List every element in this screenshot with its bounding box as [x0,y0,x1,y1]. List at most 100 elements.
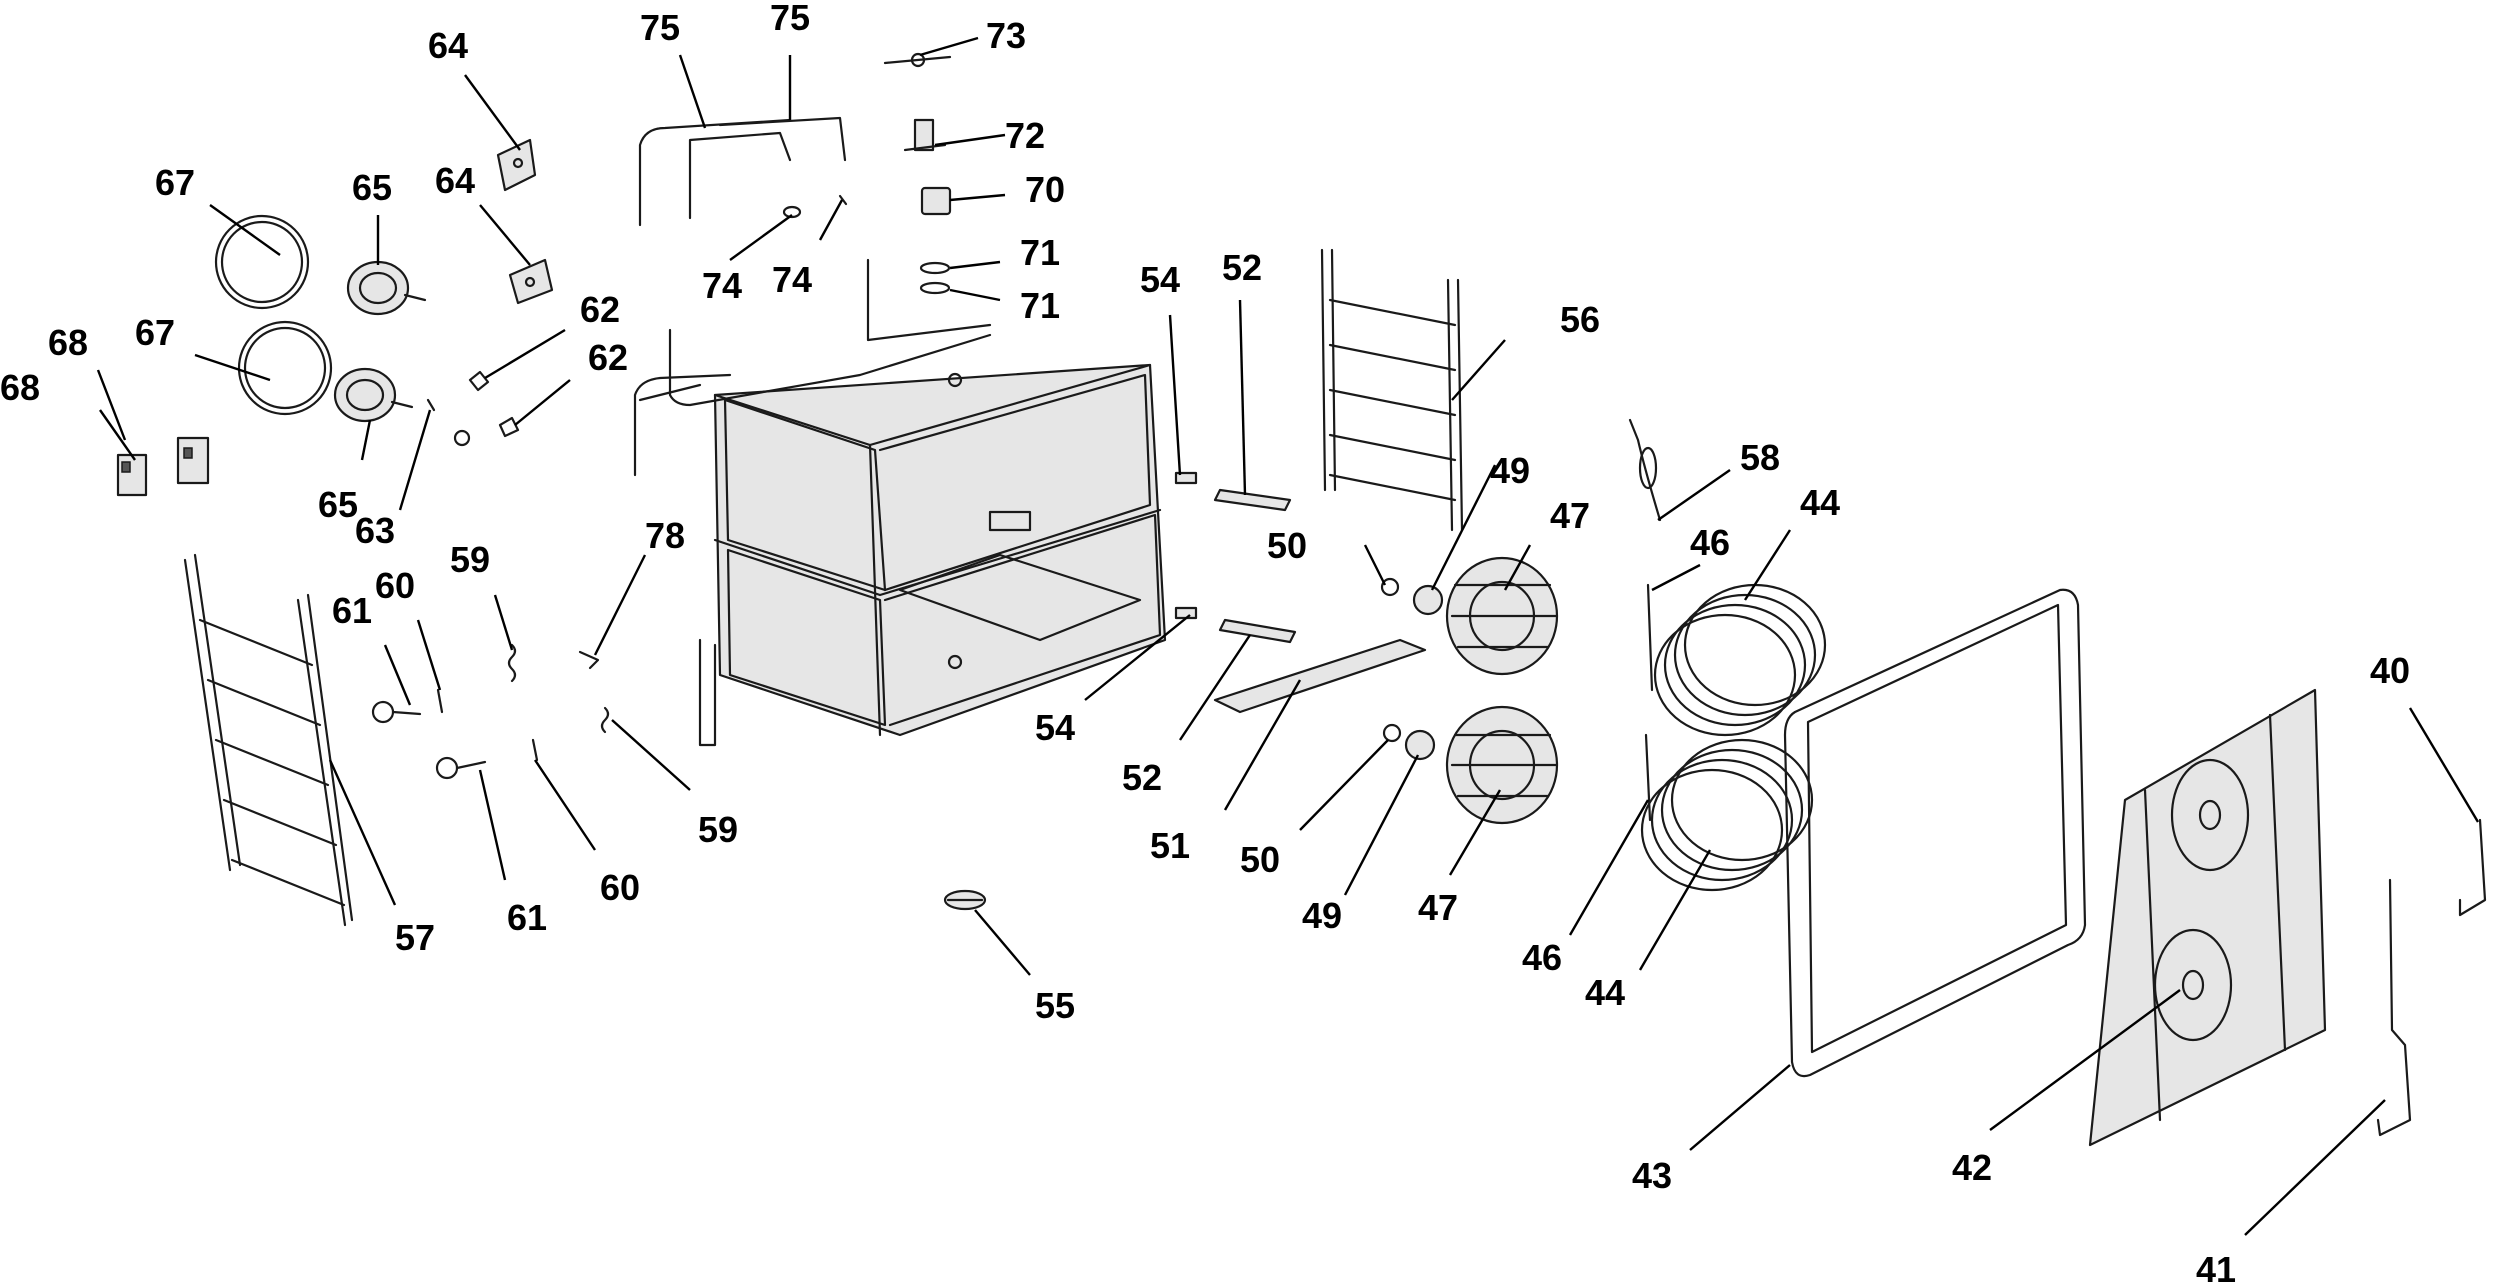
callout-64: 64 [435,160,475,201]
callout-44: 44 [1800,482,1840,523]
callout-62: 62 [588,337,628,378]
coil-spring-lower [435,756,459,780]
coil-spring-upper-arm [391,710,422,716]
callout-65: 65 [318,484,358,525]
callout-41: 41 [2196,1249,2236,1287]
callout-54: 54 [1140,259,1180,300]
callout-68: 68 [0,367,40,408]
callout-44: 44 [1585,972,1625,1013]
callout-54: 54 [1035,707,1075,748]
callout-72: 72 [1005,115,1045,156]
wire-clip [578,650,600,670]
callout-47: 47 [1550,495,1590,536]
rear-fan-panel [2088,688,2327,1147]
callout-40: 40 [2370,650,2410,691]
callout-57: 57 [395,917,435,958]
callout-75: 75 [770,0,810,38]
fan-motor-lower [333,367,414,423]
callout-67: 67 [135,312,175,353]
callout-47: 47 [1418,887,1458,928]
fitting-pin [838,194,848,206]
top-tubing-assembly [638,116,847,227]
control-thermostat-left [116,453,148,497]
callout-50: 50 [1240,839,1280,880]
callout-70: 70 [1025,169,1065,210]
door-gasket [1783,588,2087,1078]
callout-61: 61 [332,590,372,631]
callout-labels: 40 41 42 43 44 44 46 46 47 47 49 49 50 5… [0,0,2410,1287]
washer-upper [1380,577,1400,597]
drain-fitting [943,889,987,911]
callout-71: 71 [1020,232,1060,273]
sensor-loop [1638,446,1658,490]
fan-ring-upper [214,214,310,310]
clamp-ring [453,429,471,447]
callout-42: 42 [1952,1147,1992,1188]
control-thermostat-right [176,436,210,485]
coil-spring-lower-arm [455,760,487,770]
callout-74: 74 [702,265,742,306]
grommet-lower [919,281,951,295]
expansion-valve [903,118,947,152]
grommet-upper [919,261,951,275]
callout-71: 71 [1020,285,1060,326]
callout-46: 46 [1522,937,1562,978]
hinge-lower [2376,878,2412,1137]
link-upper [436,688,444,714]
hinge-upper [2458,818,2487,917]
blower-wheel-lower [1445,705,1559,825]
callout-62: 62 [580,289,620,330]
callout-59: 59 [450,539,490,580]
bracket-lower [508,258,554,305]
callout-52: 52 [1122,757,1162,798]
callout-60: 60 [375,565,415,606]
fan-ring-upper-inner [220,220,304,304]
callout-46: 46 [1690,522,1730,563]
callout-65: 65 [352,167,392,208]
clamp-upper [468,370,490,392]
heating-coil-lower [1640,738,1814,892]
callout-55: 55 [1035,985,1075,1026]
callout-68: 68 [48,322,88,363]
support-bar [1213,638,1427,714]
callout-75: 75 [640,7,680,48]
callout-73: 73 [986,15,1026,56]
shelf-rack-left [183,553,354,927]
callout-52: 52 [1222,247,1262,288]
hub-upper [1412,584,1444,616]
callout-63: 63 [355,510,395,551]
callout-67: 67 [155,162,195,203]
callout-60: 60 [600,867,640,908]
bracket-52-lower [1218,618,1297,644]
coil-bracket-upper [1646,583,1654,692]
callout-64: 64 [428,25,468,66]
callout-78: 78 [645,515,685,556]
callout-43: 43 [1632,1155,1672,1196]
shelf-rack-right [1320,248,1464,532]
callout-56: 56 [1560,299,1600,340]
coil-spring-upper [371,700,395,724]
callout-49: 49 [1490,450,1530,491]
coil-bracket-lower [1644,733,1652,822]
cabinet-housing [698,363,1167,747]
blower-wheel-upper [1445,556,1559,676]
leader-lines [96,36,2480,1236]
sensor-wire [883,52,952,68]
link-lower [531,738,539,762]
clamp-lower [498,416,520,438]
washer-lower [1382,723,1402,743]
callout-58: 58 [1740,437,1780,478]
spring-lower [600,706,610,734]
fan-ring-lower-inner [243,326,327,410]
bracket-54-upper [1174,471,1198,485]
callout-59: 59 [698,809,738,850]
fan-ring-lower [237,320,333,416]
fan-motor-upper [346,260,427,316]
callout-49: 49 [1302,895,1342,936]
spring-upper [507,643,517,683]
heating-coil-upper [1653,583,1827,737]
temperature-sensor [1628,418,1662,522]
bracket-52-upper [1213,488,1292,512]
bracket-54-lower [1174,606,1198,620]
